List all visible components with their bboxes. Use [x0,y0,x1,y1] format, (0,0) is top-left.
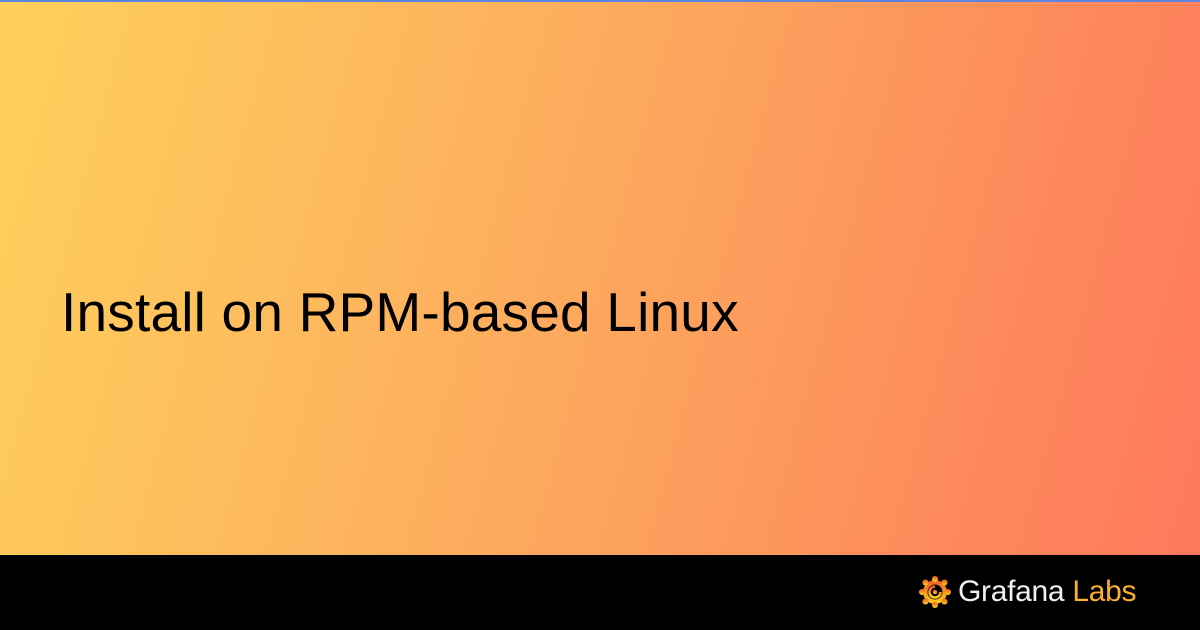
footer-bar [0,555,1200,630]
grafana-logo-icon [918,575,952,609]
brand-suffix: Labs [1072,575,1137,608]
top-accent-bar [0,0,1200,2]
page-title: Install on RPM-based Linux [61,281,739,343]
hero-banner [0,2,1200,555]
brand-name: Grafana [958,575,1065,608]
